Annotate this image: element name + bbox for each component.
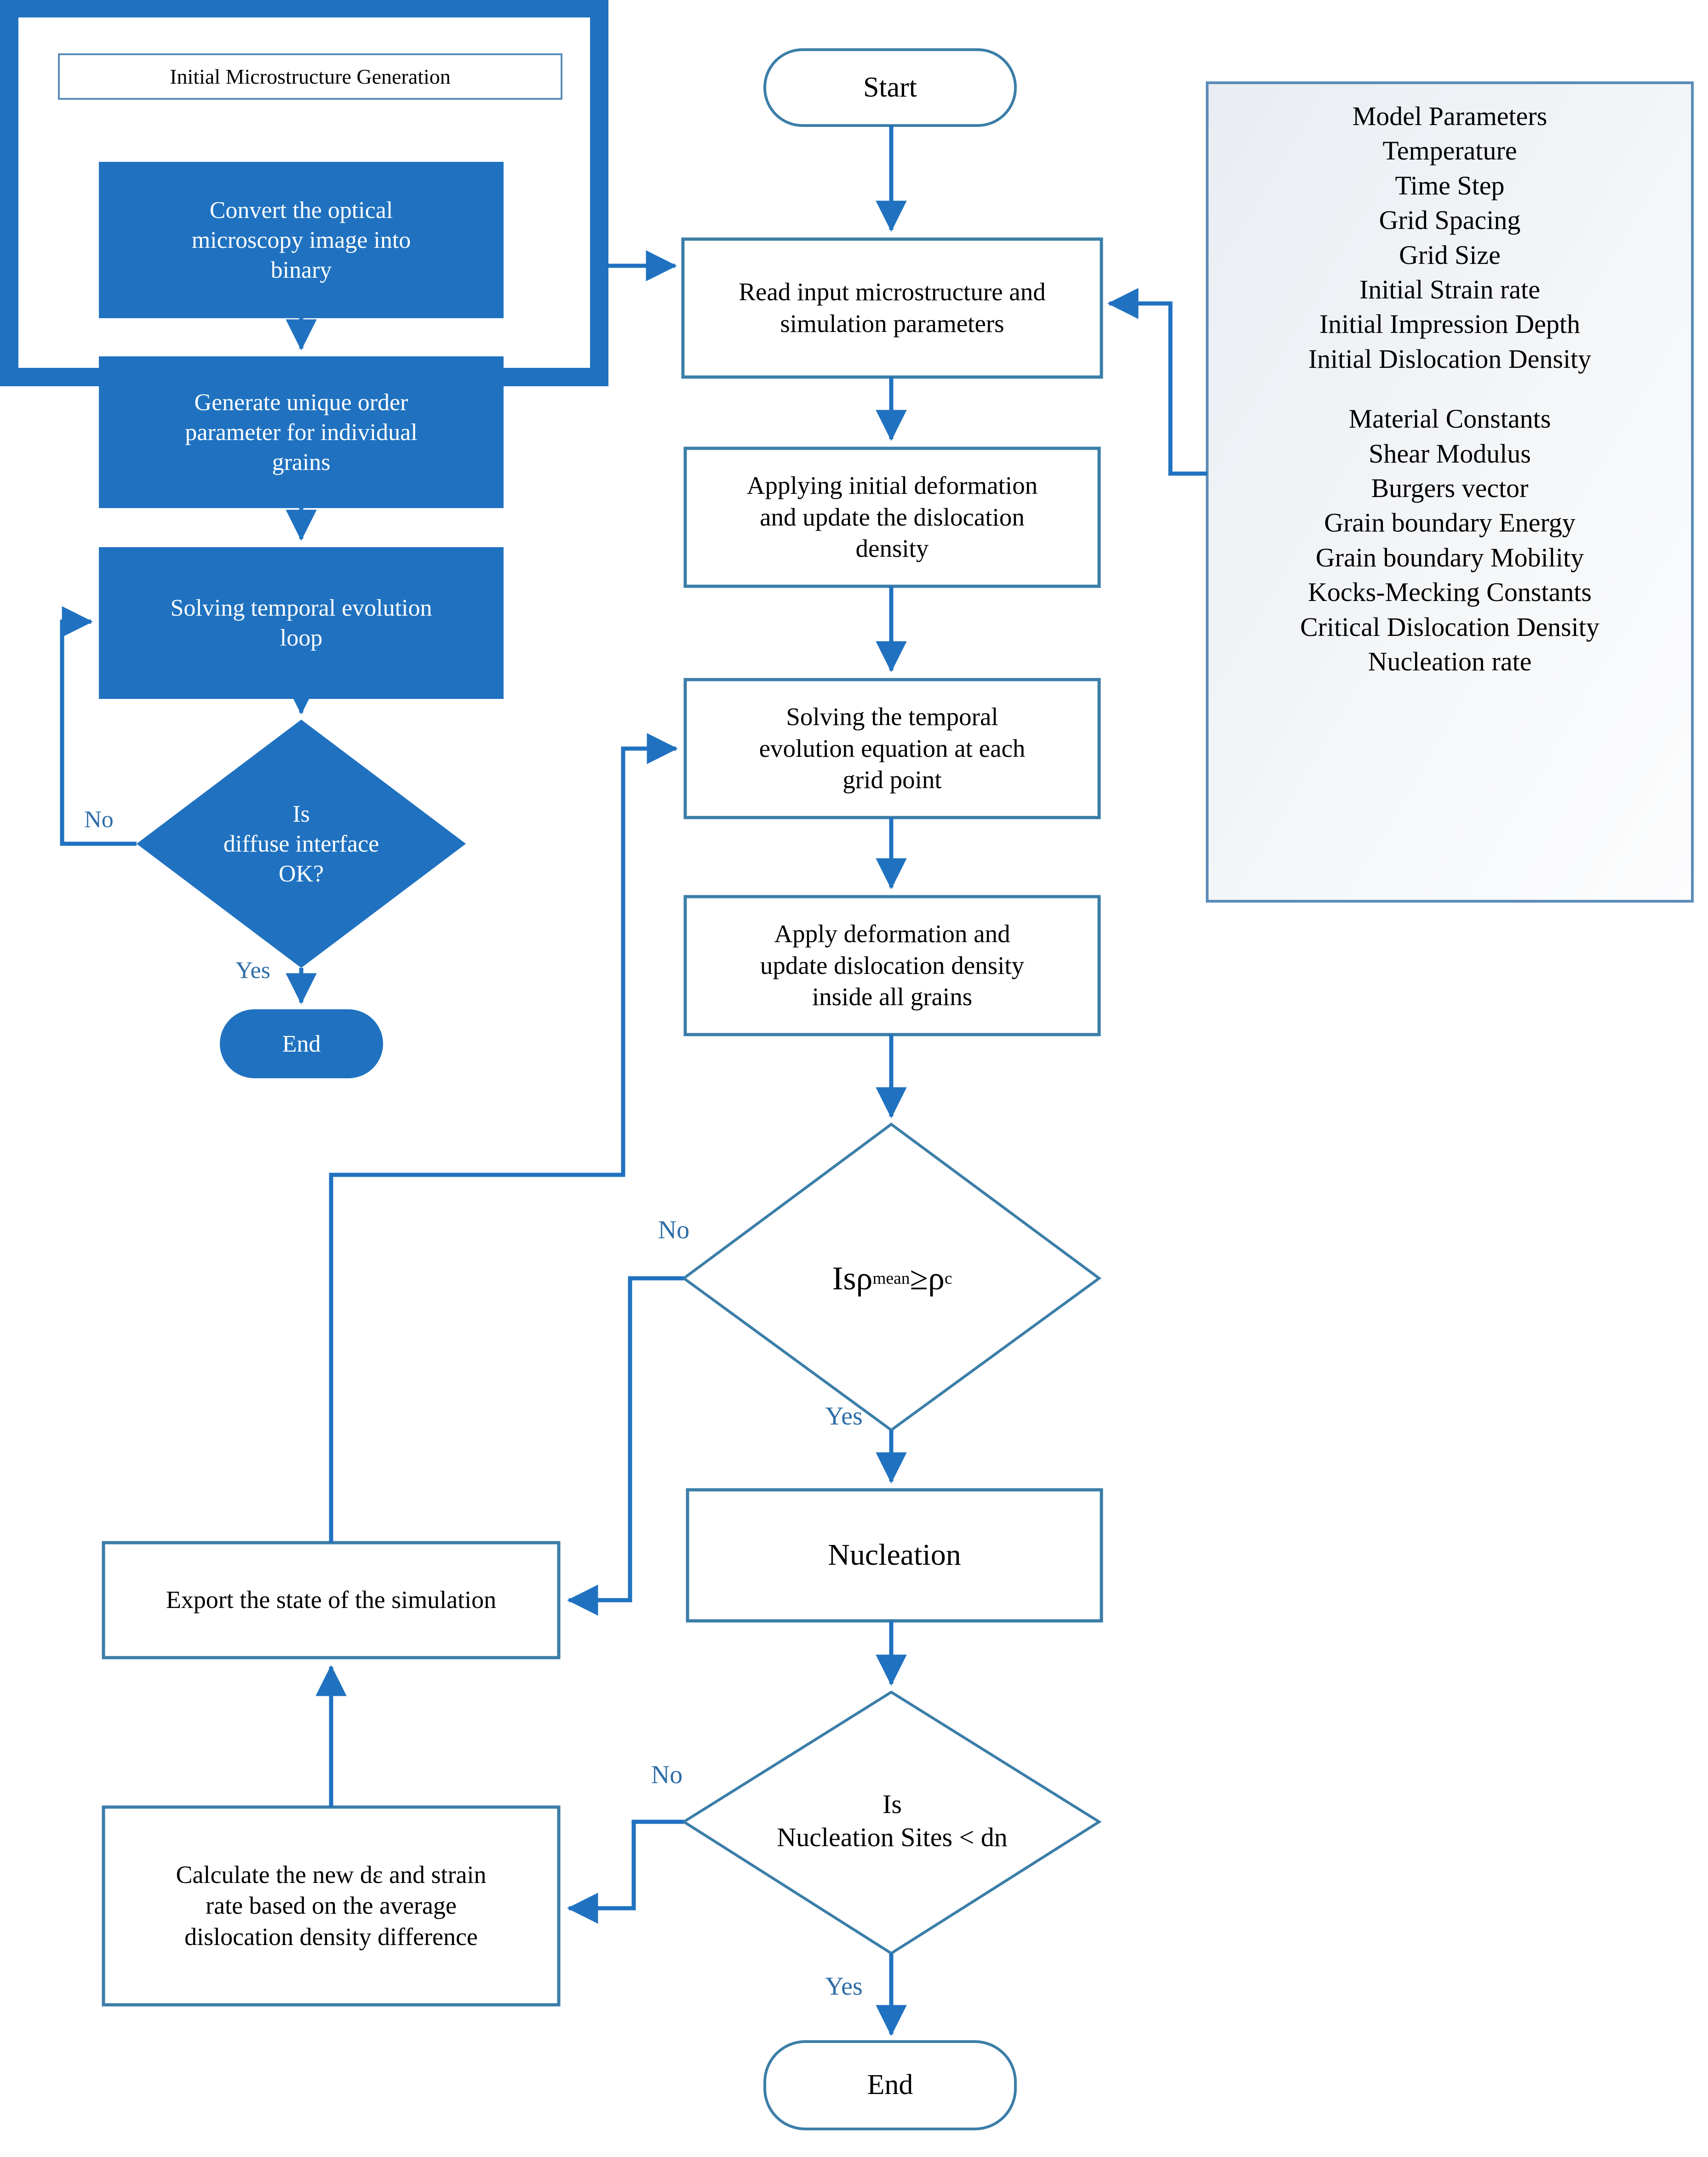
subflow-edge-label-yes: Yes (235, 957, 270, 984)
rho-symbol-1: ρ (856, 1259, 873, 1297)
main-edge-label-yes-sites: Yes (825, 1972, 863, 2001)
subflow-generate-label: Generate unique order parameter for indi… (185, 389, 418, 475)
parameters-group2-item-4: Kocks-Mecking Constants (1308, 577, 1592, 607)
parameters-group1-item-1: Time Step (1395, 170, 1505, 200)
main-calculate-label: Calculate the new dε and strain rate bas… (176, 1860, 487, 1951)
subflow-convert-label: Convert the optical microscopy image int… (191, 197, 411, 283)
main-start-label: Start (863, 71, 917, 103)
main-box-apply-initial (683, 446, 1101, 588)
rho-prefix: Is (832, 1259, 856, 1297)
parameters-group1-item-5: Initial Impression Depth (1319, 309, 1580, 339)
main-nucleation-label: Nucleation (828, 1538, 961, 1572)
parameters-panel-box (1206, 81, 1694, 903)
rho-operator: ≥ (910, 1259, 928, 1297)
main-edge-label-yes-rho: Yes (825, 1402, 863, 1430)
subflow-header-box (58, 53, 562, 100)
parameters-group2-item-6: Nucleation rate (1368, 646, 1532, 676)
main-box-calculate (102, 1805, 561, 2007)
subflow-box-solveloop (99, 547, 504, 699)
parameters-group2-item-0: Shear Modulus (1369, 438, 1531, 469)
main-apply-deform-label: Apply deformation and update dislocation… (760, 919, 1025, 1011)
main-edge-label-no-rho: No (658, 1216, 690, 1244)
parameters-group1-item-3: Grid Size (1399, 240, 1501, 270)
main-box-export-state (102, 1541, 561, 1659)
main-solve-temporal-label: Solving the temporal evolution equation … (759, 702, 1026, 794)
rho-subscript-c: c (944, 1269, 952, 1288)
main-export-state-label: Export the state of the simulation (166, 1586, 497, 1614)
rho-subscript-mean: mean (872, 1269, 910, 1288)
parameters-group1-item-4: Initial Strain rate (1359, 274, 1540, 304)
main-decision-sites-label: Is Nucleation Sites < dn (777, 1789, 1008, 1853)
parameters-group2-item-2: Grain boundary Energy (1324, 508, 1576, 538)
edge-sites-no-to-calculate (567, 1819, 684, 1924)
main-end-label: End (867, 2069, 913, 2101)
subflow-box-convert (99, 162, 504, 318)
edge-export-to-solve-temporal (329, 733, 678, 1543)
parameters-group1-item-2: Grid Spacing (1379, 205, 1521, 235)
main-box-apply-deform (683, 895, 1101, 1036)
main-edge-label-no-sites: No (651, 1761, 683, 1789)
edge-parameters-to-read-input (1107, 288, 1207, 476)
edge-decision-no-loop (60, 606, 137, 846)
parameters-group2-title: Material Constants (1348, 404, 1551, 434)
main-apply-initial-label: Applying initial deformation and update … (746, 471, 1038, 563)
parameters-group2-item-3: Grain boundary Mobility (1315, 542, 1584, 572)
subflow-edge-label-no: No (84, 806, 114, 833)
subflow-decision-diamond (137, 720, 466, 968)
parameters-group1-item-0: Temperature (1382, 136, 1517, 166)
subflow-solveloop-label: Solving temporal evolution loop (170, 595, 432, 651)
subflow-header-label: Initial Microstructure Generation (170, 64, 451, 88)
rho-symbol-2: ρ (928, 1259, 945, 1297)
edge-rho-no-to-export (567, 1276, 684, 1616)
parameters-group1-item-6: Initial Dislocation Density (1308, 343, 1592, 374)
parameters-panel-content: Model Parameters Temperature Time Step G… (1212, 99, 1688, 899)
edge-subflow-to-read-input (599, 250, 677, 320)
parameters-group2-item-5: Critical Dislocation Density (1300, 612, 1599, 642)
main-end-node (763, 2040, 1017, 2130)
subflow-decision-label: Is diffuse interface OK? (223, 801, 379, 887)
main-read-input-label: Read input microstructure and simulation… (739, 278, 1046, 338)
subflow-box-generate (99, 356, 504, 508)
main-box-nucleation (686, 1488, 1103, 1623)
subflow-end-node (220, 1009, 383, 1078)
subflow-end-label: End (282, 1030, 321, 1057)
parameters-group2-item-1: Burgers vector (1371, 473, 1529, 503)
parameters-group1-title: Model Parameters (1352, 101, 1548, 131)
